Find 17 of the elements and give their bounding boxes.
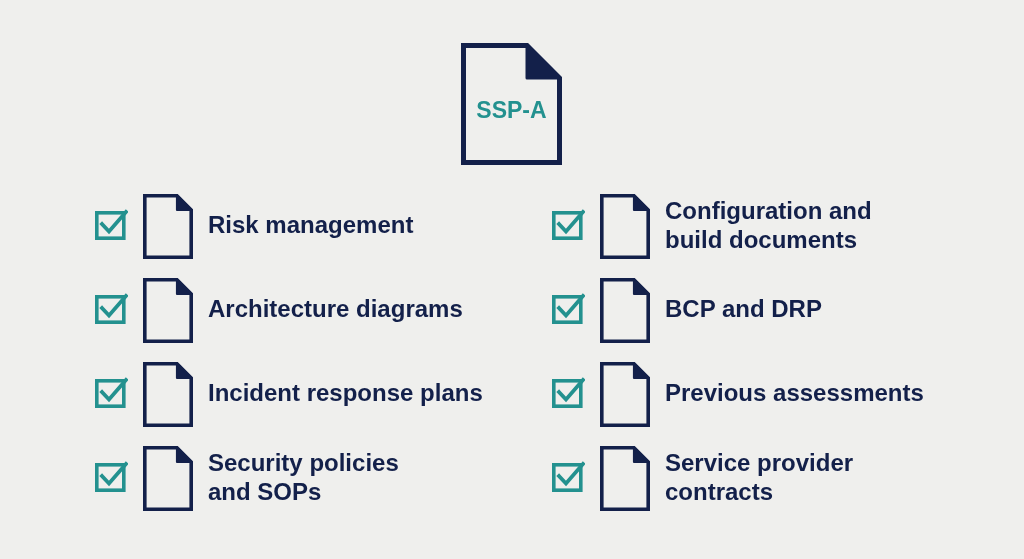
document-icon — [143, 194, 193, 259]
item-label: Configuration and build documents — [665, 195, 873, 254]
document-icon — [600, 446, 650, 511]
item-label: Security policies and SOPs — [208, 447, 400, 506]
document-icon — [600, 362, 650, 427]
document-icon — [143, 446, 193, 511]
item-label: Previous assessments — [665, 378, 925, 407]
document-icon — [600, 278, 650, 343]
item-label: Incident response plans — [208, 378, 484, 407]
document-icon — [600, 194, 650, 259]
document-title: SSP-A — [476, 95, 547, 125]
item-label: Service provider contracts — [665, 447, 855, 506]
document-icon — [143, 362, 193, 427]
item-label: BCP and DRP — [665, 294, 823, 323]
document-icon — [143, 278, 193, 343]
item-label: Risk management — [208, 210, 415, 239]
item-label: Architecture diagrams — [208, 294, 464, 323]
